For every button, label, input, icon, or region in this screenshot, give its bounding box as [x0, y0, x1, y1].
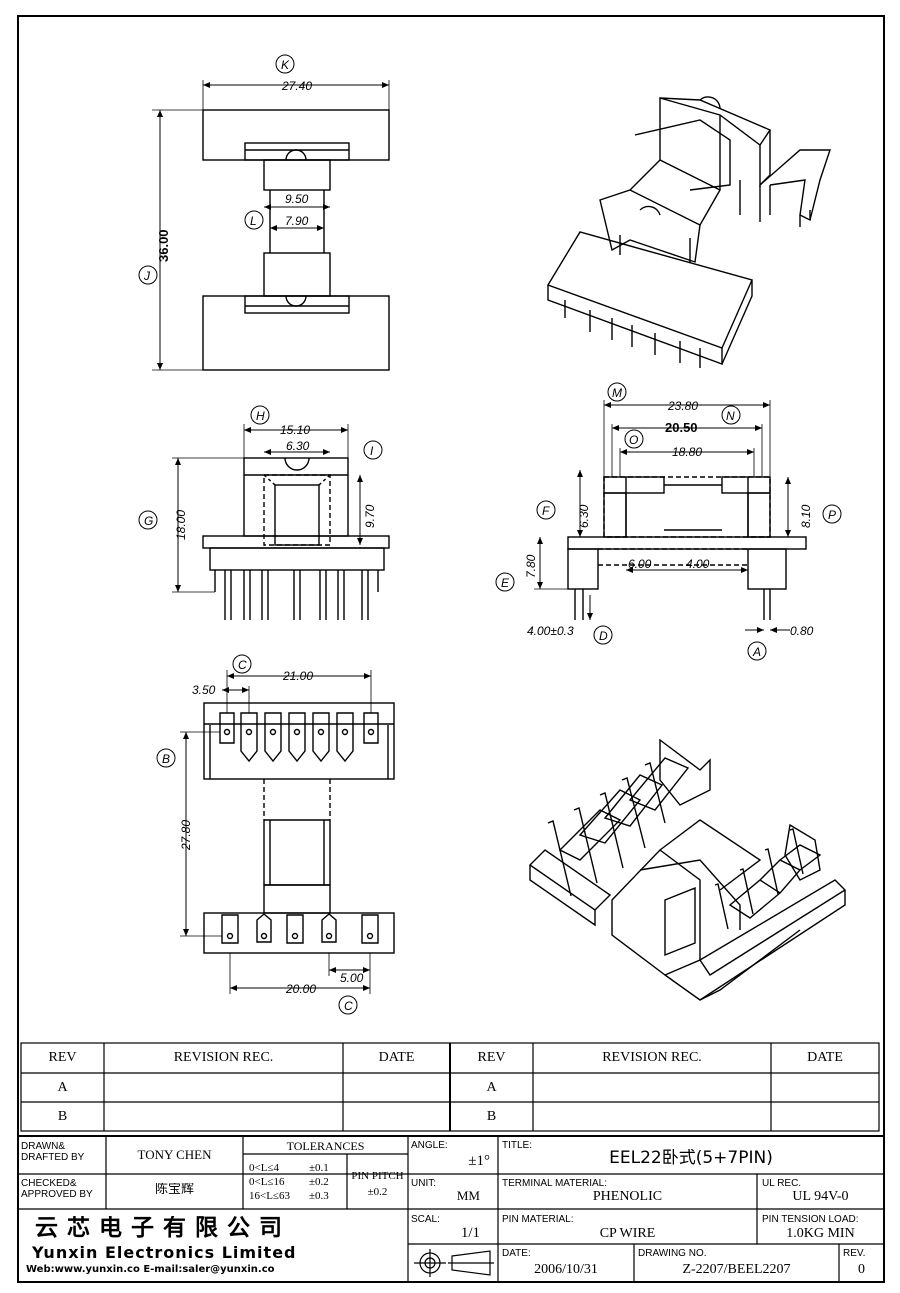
rev-header-2: REV — [477, 1050, 506, 1065]
rev-value: 0 — [858, 1262, 865, 1277]
ul-rec-label: UL REC. — [762, 1178, 802, 1189]
projection-symbol-icon — [414, 1249, 494, 1277]
dim-l-inner: 7.90 — [285, 214, 309, 228]
rev-row-b-right: B — [486, 1109, 497, 1124]
pin-pitch-label: PIN PITCH — [351, 1170, 404, 1182]
pin-pitch-value: ±0.2 — [367, 1186, 388, 1198]
pin-tension-value: 1.0KG MIN — [786, 1226, 855, 1241]
dim-c-top-value: 21.00 — [282, 669, 313, 683]
date-header-1: DATE — [378, 1050, 415, 1065]
pin-tension-label: PIN TENSION LOAD: — [762, 1214, 859, 1225]
unit-label: UNIT: — [411, 1178, 436, 1189]
dim-a-value: 0.80 — [790, 624, 814, 638]
rev-row-a-left: A — [57, 1080, 68, 1095]
dim-k-value: 27.40 — [281, 79, 312, 93]
date-label: DATE: — [502, 1248, 531, 1259]
rev-row-b-left: B — [57, 1109, 68, 1124]
dim-o-value: 18.80 — [672, 445, 702, 459]
drawn-by: TONY CHEN — [137, 1148, 212, 1162]
rev-label: REV. — [843, 1248, 866, 1259]
dim-p-value: 8.10 — [799, 504, 813, 528]
dim-k-label: K — [281, 58, 290, 72]
title-label: TITLE: — [502, 1140, 533, 1151]
date-header-2: DATE — [807, 1050, 843, 1065]
iso-view-top — [546, 96, 831, 368]
dim-a-label: A — [752, 645, 761, 659]
dim-m-label: M — [612, 386, 622, 400]
angle-label: ANGLE: — [411, 1140, 448, 1151]
dim-n-value: 20.50 — [665, 420, 698, 435]
dim-g-value: 18.00 — [174, 510, 188, 540]
dim-i-value: 9.70 — [363, 504, 377, 528]
tol-row-1-range: 0<L≤4 — [249, 1162, 279, 1174]
scal-value: 1/1 — [460, 1225, 480, 1241]
rev-header-1: REV — [48, 1050, 77, 1065]
terminal-material-label: TERMINAL MATERIAL: — [502, 1178, 608, 1189]
dim-i-label: I — [370, 444, 374, 458]
dim-d-value: 4.00±0.3 — [527, 624, 574, 638]
dim-m-value: 23.80 — [667, 399, 698, 413]
dim-h-label: H — [256, 409, 265, 423]
scal-label: SCAL: — [411, 1214, 440, 1225]
dim-f-value: 6.30 — [577, 504, 591, 528]
dim-c-left-value: 3.50 — [192, 683, 216, 697]
dim-h-inner: 6.30 — [286, 439, 310, 453]
dim-l-outer: 9.50 — [285, 192, 309, 206]
dim-j-value: 36.00 — [156, 229, 171, 262]
dim-n-label: N — [726, 409, 735, 423]
revision-rec-header-1: REVISION REC. — [173, 1050, 274, 1065]
side-view — [495, 382, 842, 661]
drawing-no-value: Z-2207/BEEL2207 — [682, 1262, 791, 1277]
dim-b-value: 27.80 — [179, 820, 193, 851]
dim-j-label: J — [143, 269, 151, 283]
dim-c-pitch-value: 5.00 — [340, 971, 364, 985]
iso-view-bottom — [528, 738, 847, 1001]
bottom-view — [156, 654, 395, 1015]
dim-p-label: P — [828, 508, 836, 522]
dim-c-label-top: C — [238, 658, 247, 672]
unit-value: MM — [456, 1189, 480, 1203]
pin-material-value: CP WIRE — [599, 1226, 656, 1241]
ul-rec-value: UL 94V-0 — [792, 1189, 849, 1204]
checked-label: CHECKED& APPROVED BY — [21, 1178, 93, 1200]
dim-c-label-bottom: C — [344, 999, 353, 1013]
date-value: 2006/10/31 — [534, 1262, 598, 1277]
terminal-material-value: PHENOLIC — [592, 1189, 663, 1204]
revision-table-grid — [20, 1042, 880, 1132]
revision-rec-header-2: REVISION REC. — [602, 1050, 702, 1065]
dim-w2-value: 4.00 — [686, 557, 710, 571]
dim-f-label: F — [542, 504, 550, 518]
company-name-cn: 云芯电子有限公司 — [35, 1216, 291, 1241]
tol-row-3-value: ±0.3 — [309, 1190, 329, 1202]
dim-e-label: E — [501, 576, 510, 590]
dim-o-label: O — [629, 433, 638, 447]
company-web: Web:www.yunxin.co E-mail:saler@yunxin.co — [26, 1264, 275, 1275]
front-view — [138, 405, 390, 620]
top-view — [138, 54, 390, 371]
tolerances-label: TOLERANCES — [286, 1140, 365, 1153]
tol-row-2-range: 0<L≤16 — [249, 1176, 285, 1188]
dim-h-value: 15.10 — [280, 423, 310, 437]
angle-value: ±1° — [468, 1153, 490, 1169]
company-name-en: Yunxin Electronics Limited — [32, 1244, 297, 1262]
checked-by: 陈宝辉 — [154, 1183, 194, 1197]
dim-g-label: G — [144, 514, 153, 528]
tol-row-2-value: ±0.2 — [309, 1176, 329, 1188]
dim-c-bottom-value: 20.00 — [285, 982, 316, 996]
tol-row-3-range: 16<L≤63 — [249, 1190, 290, 1202]
dim-b-label: B — [162, 752, 170, 766]
pin-material-label: PIN MATERIAL: — [502, 1214, 574, 1225]
tol-row-1-value: ±0.1 — [309, 1162, 329, 1174]
title-value: EEL22卧式(5+7PIN) — [609, 1149, 773, 1168]
dim-l-label: L — [250, 214, 257, 228]
title-block-grid — [17, 1135, 885, 1283]
drawn-label: DRAWN& DRAFTED BY — [21, 1141, 85, 1163]
dim-d-label: D — [599, 629, 608, 643]
dim-w1-value: 6.00 — [628, 557, 652, 571]
drawing-no-label: DRAWING NO. — [638, 1248, 707, 1259]
rev-row-a-right: A — [486, 1080, 497, 1095]
dim-e-value: 7.80 — [524, 554, 538, 578]
